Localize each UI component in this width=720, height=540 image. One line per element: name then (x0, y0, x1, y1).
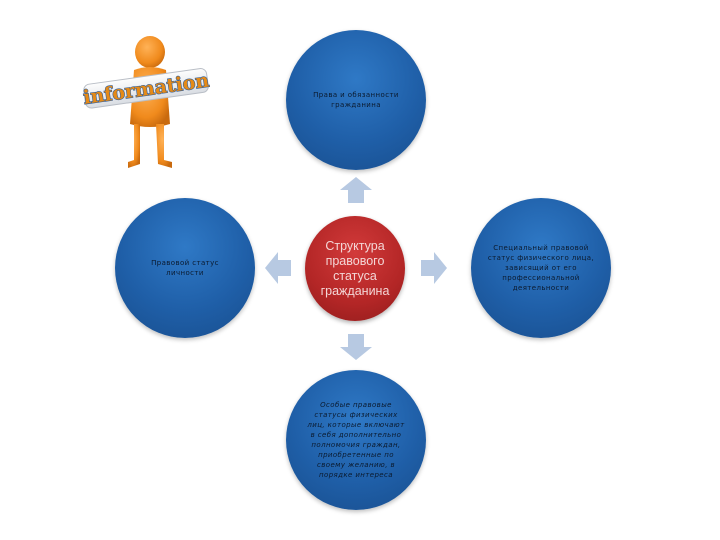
arrow-down-icon (340, 334, 372, 360)
node-legal-status-person: Правовой статус личности (115, 198, 255, 338)
arrow-left-icon (265, 252, 291, 284)
node-legal-status-person-label: Правовой статус личности (151, 259, 219, 277)
node-special-statuses-label: Особые правовые статусы физических лиц, … (307, 401, 405, 479)
node-special-legal-status-label: Специальный правовой статус физического … (487, 244, 595, 292)
node-rights-duties-label: Права и обязанности гражданина (313, 91, 399, 109)
node-center-structure-label: Структура правового статуса гражданина (320, 238, 390, 298)
arrow-right-icon (421, 252, 447, 284)
node-special-legal-status: Специальный правовой статус физического … (471, 198, 611, 338)
node-special-statuses: Особые правовые статусы физических лиц, … (286, 370, 426, 510)
node-rights-duties: Права и обязанности гражданина (286, 30, 426, 170)
information-person-icon: information (81, 36, 211, 168)
arrow-up-icon (340, 177, 372, 203)
node-center-structure: Структура правового статуса гражданина (305, 216, 405, 321)
